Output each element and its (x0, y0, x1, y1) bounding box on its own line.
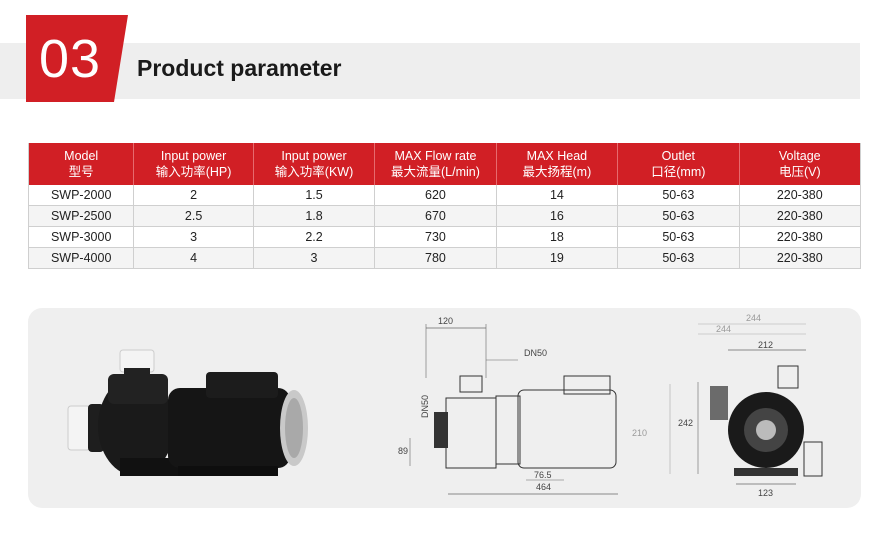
dim-top-width: 120 (438, 316, 453, 326)
cell: 50-63 (617, 247, 740, 269)
cell: 14 (496, 185, 619, 206)
cell: 4 (133, 247, 254, 269)
dim-length: 464 (536, 482, 551, 492)
cell: SWP-3000 (28, 226, 135, 248)
header-band (0, 43, 860, 99)
cell: 220-380 (739, 247, 861, 269)
cell: SWP-2000 (28, 185, 135, 206)
dim-total-height: 210 (632, 428, 647, 438)
dim-outer-width: 244 (746, 313, 761, 323)
cell: 730 (374, 226, 497, 248)
cell: 3 (133, 226, 254, 248)
table-row: SWP-2500 2.5 1.8 670 16 50-63 220-380 (28, 205, 861, 227)
dim-mid-width: 244 (716, 324, 731, 334)
section-number-block: 03 (26, 15, 128, 102)
front-dimension-drawing: 244 244 212 210 242 123 (632, 313, 823, 498)
dim-inner-width: 212 (758, 340, 773, 350)
cell: 3 (253, 247, 376, 269)
cell: 220-380 (739, 205, 861, 227)
cell: 670 (374, 205, 497, 227)
cell: 780 (374, 247, 497, 269)
table-row: SWP-4000 4 3 780 19 50-63 220-380 (28, 247, 861, 269)
product-images-panel: 120 DN50 DN50 89 76.5 464 244 244 (28, 308, 861, 508)
cell: 220-380 (739, 185, 861, 206)
dim-inlet: DN50 (420, 395, 430, 418)
cell: 18 (496, 226, 619, 248)
cell: 2.2 (253, 226, 376, 248)
cell: 2.5 (133, 205, 254, 227)
cell: 1.8 (253, 205, 376, 227)
cell: 50-63 (617, 226, 740, 248)
cell: 50-63 (617, 185, 740, 206)
side-dimension-drawing: 120 DN50 DN50 89 76.5 464 (398, 316, 618, 495)
cell: 50-63 (617, 205, 740, 227)
cell: 1.5 (253, 185, 376, 206)
dim-body-height: 242 (678, 418, 693, 428)
cell: SWP-2500 (28, 205, 135, 227)
pump-photo (67, 349, 308, 476)
dim-height: 89 (398, 446, 408, 456)
dim-outlet: DN50 (524, 348, 547, 358)
dim-base: 76.5 (534, 470, 552, 480)
cell: SWP-4000 (28, 247, 135, 269)
cell: 620 (374, 185, 497, 206)
section-title: Product parameter (137, 55, 342, 81)
table-row: SWP-3000 3 2.2 730 18 50-63 220-380 (28, 226, 861, 248)
section-number: 03 (38, 28, 102, 89)
table-row: SWP-2000 2 1.5 620 14 50-63 220-380 (28, 185, 861, 206)
dim-base-width: 123 (758, 488, 773, 498)
cell: 220-380 (739, 226, 861, 248)
cell: 19 (496, 247, 619, 269)
cell: 16 (496, 205, 619, 227)
cell: 2 (133, 185, 254, 206)
